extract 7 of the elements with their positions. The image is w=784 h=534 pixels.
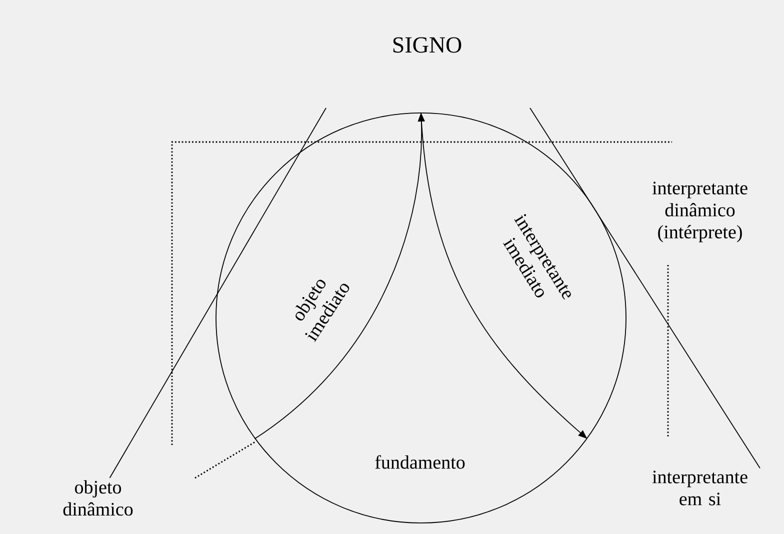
text-label: interpretante em si bbox=[652, 470, 748, 506]
text-label: interpretante dinâmico (intérprete) bbox=[652, 182, 748, 242]
line bbox=[530, 108, 760, 469]
node-label: fundamento bbox=[375, 455, 465, 469]
line bbox=[109, 108, 326, 478]
heading: SIGNO bbox=[393, 37, 462, 53]
text-label: objeto dinâmico bbox=[63, 480, 133, 516]
